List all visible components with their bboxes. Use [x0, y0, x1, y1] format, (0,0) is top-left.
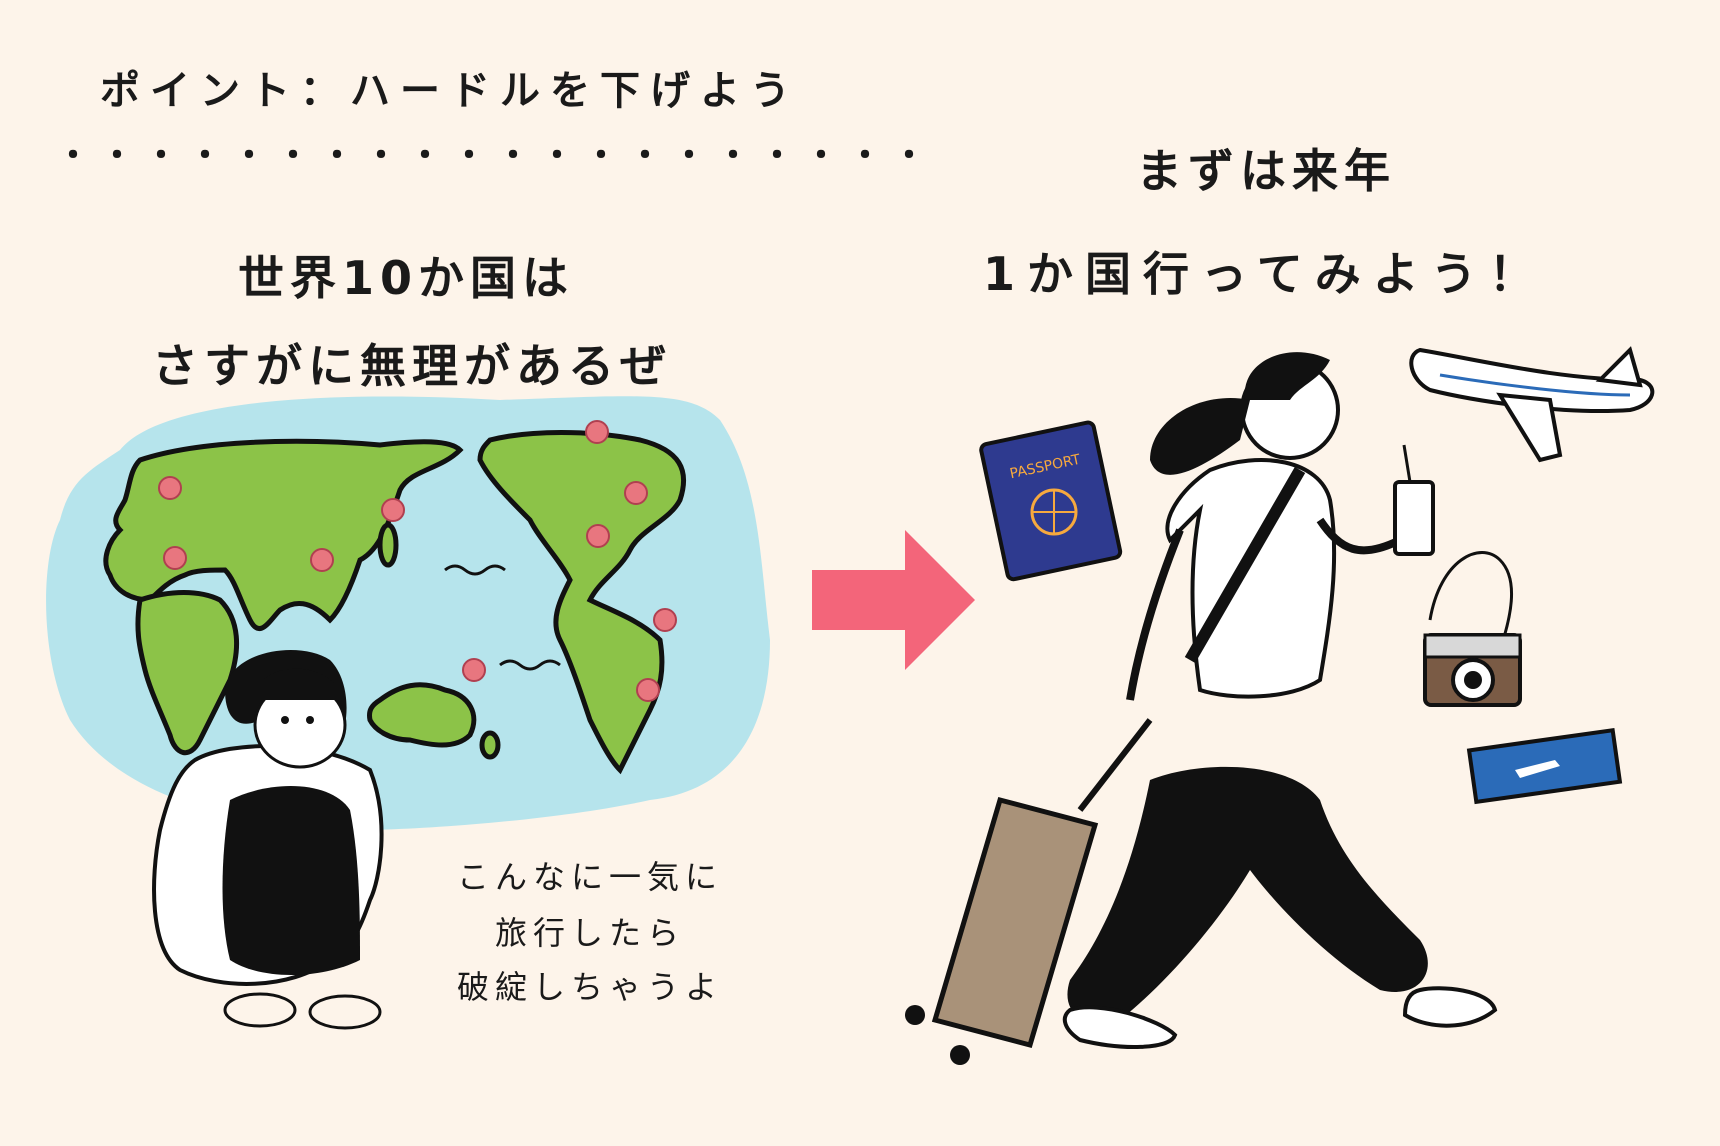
left-heading-line1: 世界10か国は [238, 251, 575, 305]
girl-note-line1: こんなに一気に [456, 858, 723, 896]
point-title: ポイント：ハードルを下げよう [100, 68, 800, 114]
woman-cup [1393, 480, 1435, 556]
suitcase-wheel-left [905, 1005, 925, 1025]
girl-foot-left [223, 992, 297, 1028]
pin-2 [163, 546, 187, 570]
girl-eye-right [306, 716, 314, 724]
girl-note-line2: 旅行したら [494, 914, 685, 952]
continent-eurasia [103, 438, 464, 631]
woman-shoe-right [1402, 986, 1498, 1028]
ticket-plane-icon [1515, 760, 1560, 778]
girl-note-line3: 破綻しちゃうよ [456, 968, 723, 1006]
airplane-body [1409, 347, 1655, 413]
pin-8 [653, 608, 677, 632]
suitcase [905, 718, 1153, 1065]
passport: PASSPORT [979, 420, 1123, 582]
pin-3 [310, 548, 334, 572]
pin-7 [586, 524, 610, 548]
right-arrow [812, 530, 975, 670]
pin-10 [462, 658, 486, 682]
girl-legs [222, 786, 360, 975]
left-heading-line2: さすがに無理があるぜ [152, 339, 672, 393]
pin-4 [381, 498, 405, 522]
woman-arm-right [1316, 517, 1402, 555]
woman-straw [1402, 444, 1412, 483]
airplane-stripe [1439, 373, 1631, 397]
walking-woman [1062, 352, 1498, 1049]
pin-6 [624, 481, 648, 505]
girl-eye-left [281, 716, 289, 724]
pin-5 [585, 420, 609, 444]
continent-africa [135, 590, 240, 755]
right-heading-line1: まずは来年 [1136, 144, 1396, 198]
continent-australia [367, 682, 477, 748]
island-nz [479, 730, 501, 760]
sitting-girl [152, 650, 384, 1030]
airplane-wing [1496, 392, 1563, 463]
continent-americas [477, 430, 687, 775]
right-heading-line2: 1か国行ってみよう！ [983, 247, 1547, 301]
world-map [103, 430, 687, 775]
pin-9 [636, 678, 660, 702]
camera-strap [1428, 551, 1513, 651]
camera [1423, 551, 1522, 707]
woman-arm [1126, 528, 1184, 701]
map-pins [158, 420, 677, 702]
suitcase-body [931, 796, 1099, 1049]
wave-2 [499, 659, 561, 671]
ticket [1466, 727, 1623, 805]
wave-1 [444, 564, 506, 576]
suitcase-wheel-right [950, 1045, 970, 1065]
woman-bag-strap [1184, 466, 1306, 664]
suitcase-handle [1077, 718, 1153, 812]
airplane-tail [1595, 346, 1643, 388]
girl-bangs [255, 668, 345, 700]
woman-pants [1067, 766, 1428, 1023]
camera-top [1423, 633, 1522, 659]
girl-foot-right [308, 994, 382, 1030]
pin-1 [158, 476, 182, 500]
island-japan [377, 522, 399, 568]
passport-cover [979, 420, 1123, 582]
dotted-divider: ・・・・・・・・・・・・・・・・・・・・ [56, 136, 936, 176]
woman-hair [1244, 352, 1330, 400]
woman-shoe-left [1062, 1005, 1178, 1049]
woman-ponytail [1150, 398, 1250, 475]
airplane [1409, 346, 1655, 463]
